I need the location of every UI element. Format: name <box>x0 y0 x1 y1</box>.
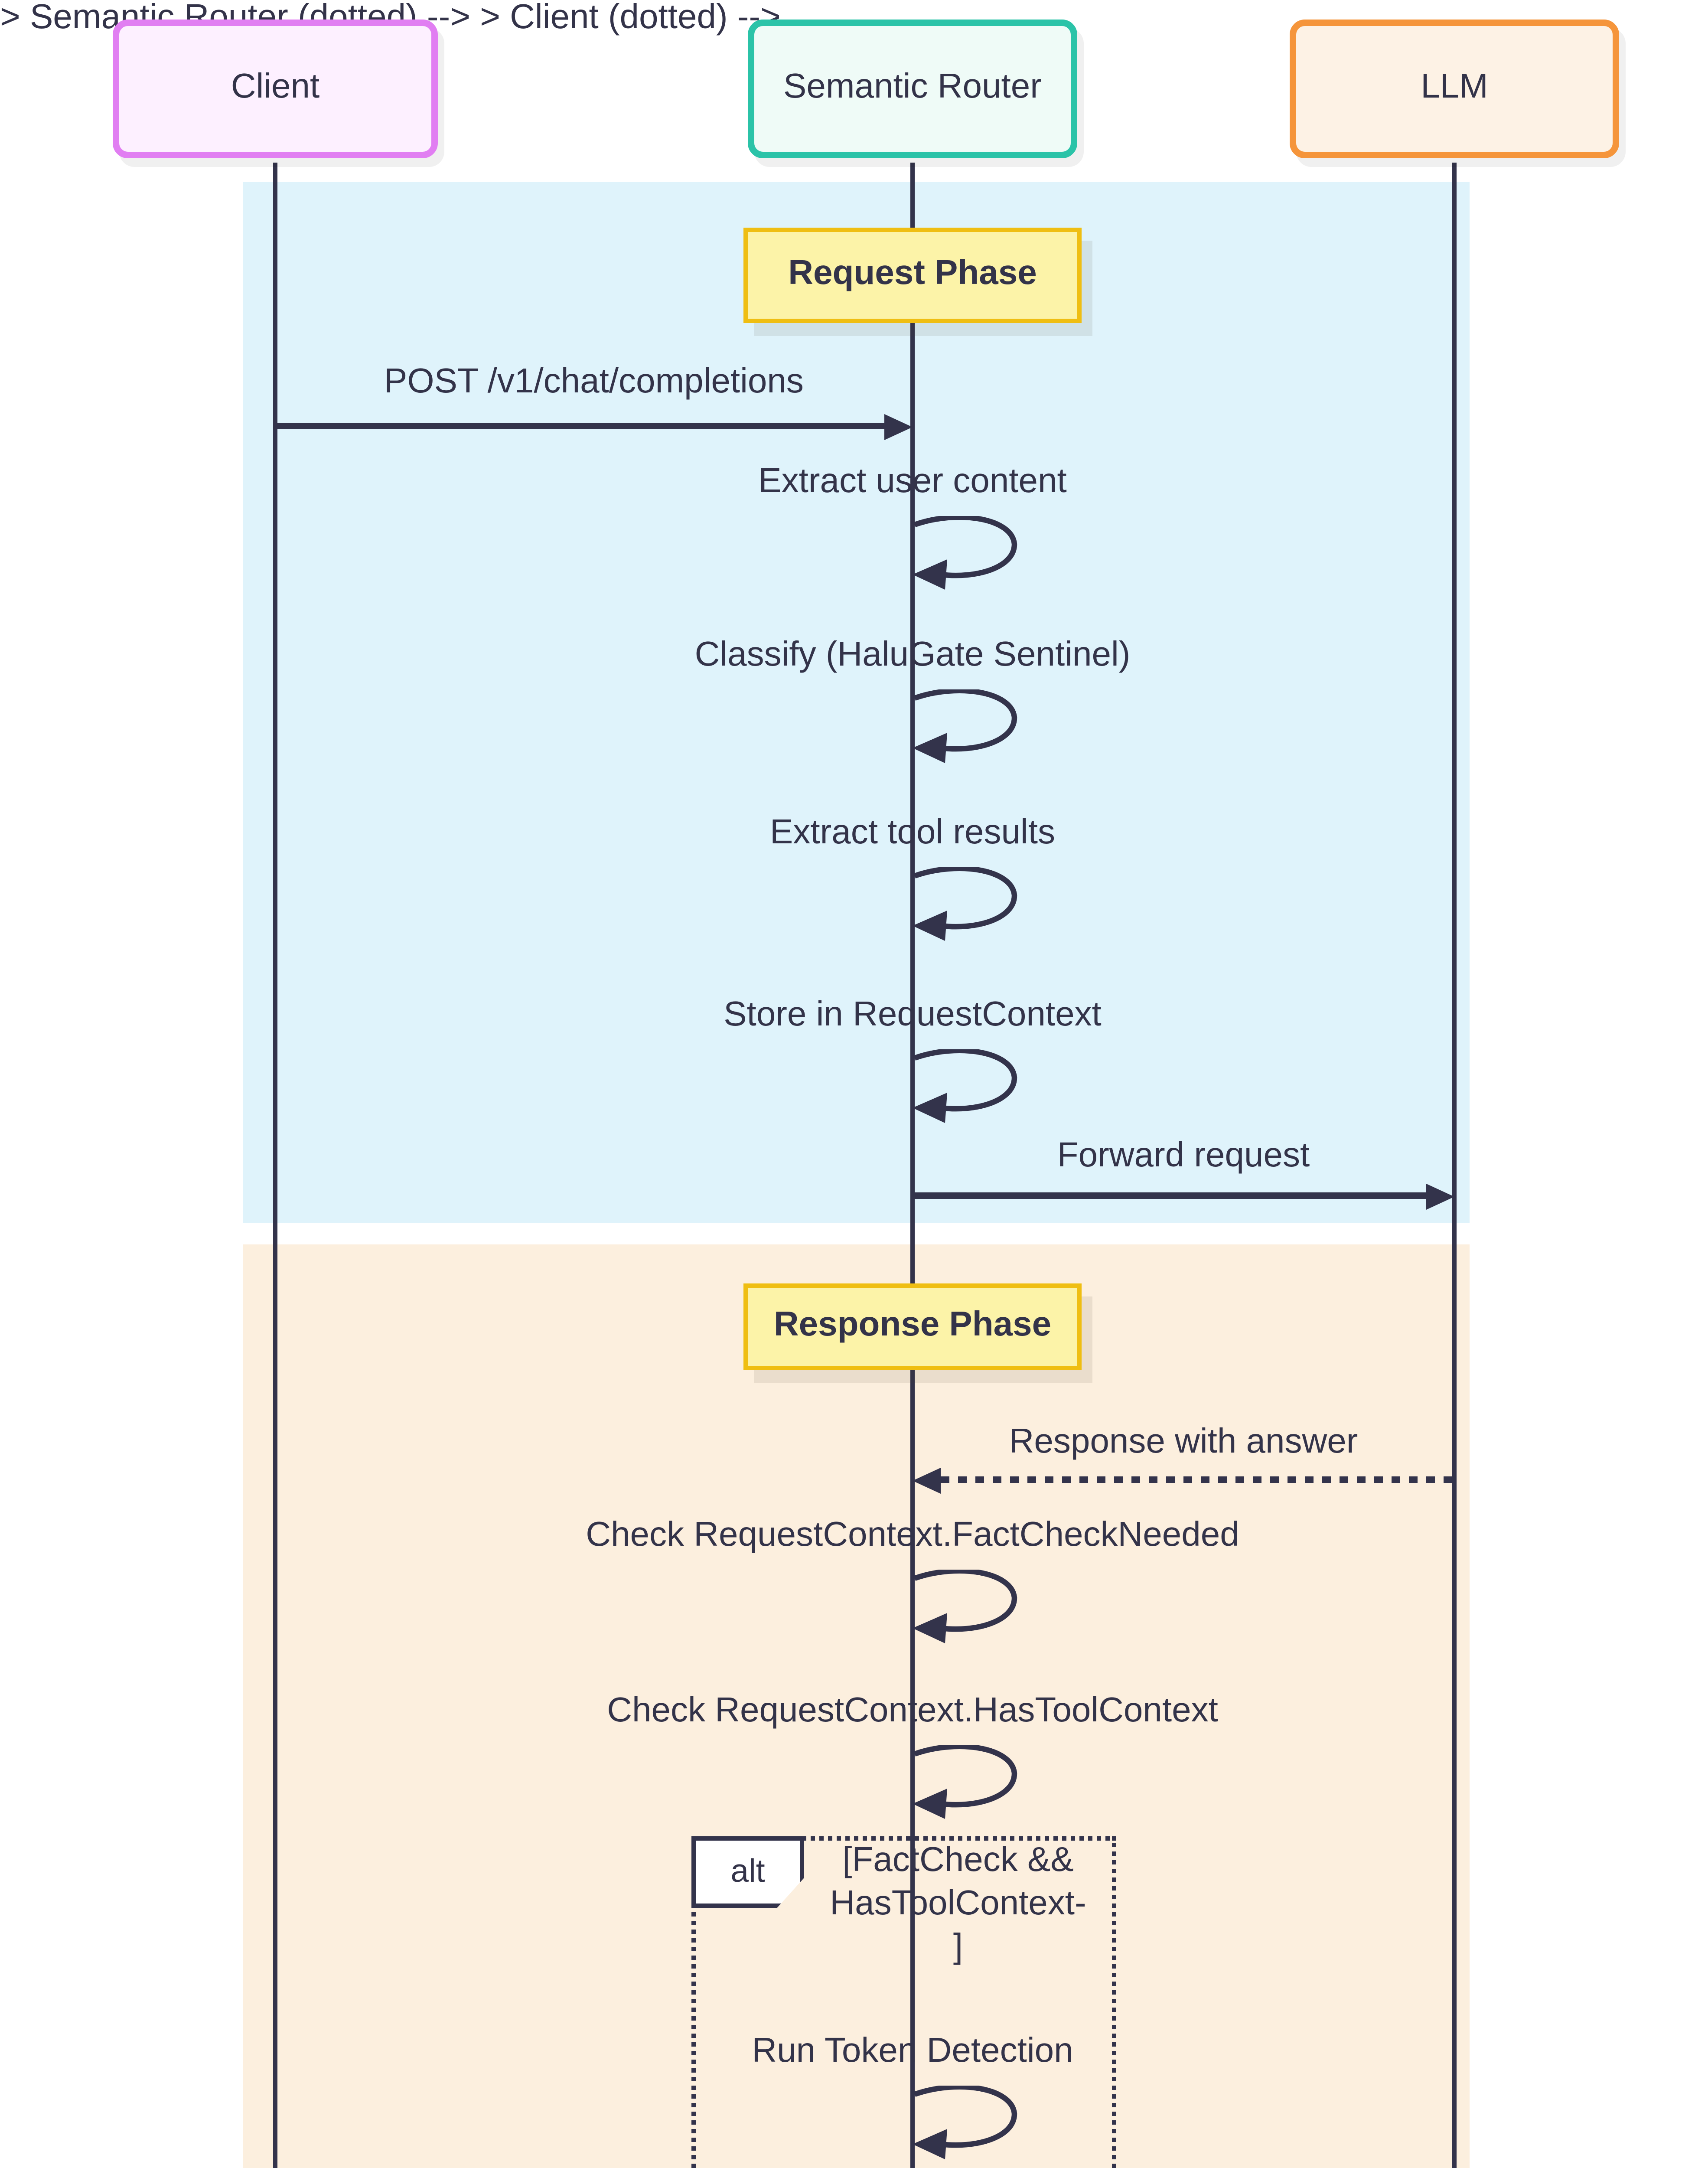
note-request-phase-label: Request Phase <box>788 256 1037 293</box>
message-extract-user-label: Extract user content <box>758 464 1067 501</box>
lifeline-llm <box>1452 163 1457 2168</box>
message-post-label: POST /v1/chat/completions <box>384 364 804 401</box>
self-loop-arrow <box>913 689 1017 763</box>
message-check-factcheck-label: Check RequestContext.FactCheckNeeded <box>586 1518 1239 1554</box>
response-phase-background <box>243 1244 1470 2168</box>
message-forward-line <box>913 1192 1431 1199</box>
message-classify-label: Classify (HaluGate Sentinel) <box>694 637 1131 674</box>
lifeline-semantic-router <box>910 163 915 2168</box>
actor-client-label: Client <box>231 69 320 106</box>
actor-llm-top: LLM <box>1290 20 1619 158</box>
self-loop-arrow <box>913 1745 1017 1819</box>
self-loop-arrow <box>913 1570 1017 1643</box>
arrowhead-left-icon <box>913 1468 941 1494</box>
arrowhead-right-icon <box>884 414 913 440</box>
arrowhead-right-icon <box>1426 1184 1454 1210</box>
actor-client-top: Client <box>113 20 438 158</box>
alt-frame <box>691 1836 1116 2168</box>
alt-condition-if-line2: HasToolContext- <box>830 1886 1086 1923</box>
message-post-line <box>273 423 889 429</box>
actor-semantic-router-label: Semantic Router <box>783 69 1042 106</box>
alt-condition-if-line3: ] <box>953 1930 963 1966</box>
request-phase-background <box>243 182 1470 1223</box>
note-response-phase-label: Response Phase <box>773 1307 1052 1344</box>
alt-label-box: alt <box>691 1836 804 1908</box>
message-store-context-label: Store in RequestContext <box>724 997 1102 1034</box>
actor-llm-label: LLM <box>1421 69 1488 106</box>
message-check-hastool-label: Check RequestContext.HasToolContext <box>607 1693 1218 1730</box>
alt-condition-if: [FactCheck && HasToolContext- ] <box>830 1841 1086 1971</box>
self-loop-arrow <box>913 867 1017 941</box>
note-request-phase: Request Phase <box>743 228 1082 323</box>
lifeline-client <box>273 163 277 2168</box>
message-response-answer-line <box>941 1476 1454 1483</box>
alt-label: alt <box>730 1854 765 1890</box>
self-loop-arrow <box>913 2086 1017 2159</box>
message-response-answer-label: Response with answer <box>1009 1424 1358 1461</box>
self-loop-arrow <box>913 516 1017 590</box>
message-forward-label: Forward request <box>1057 1138 1310 1175</box>
alt-condition-if-line1: [FactCheck && <box>842 1843 1074 1880</box>
actor-semantic-router-top: Semantic Router <box>748 20 1077 158</box>
note-response-phase: Response Phase <box>743 1283 1082 1370</box>
message-extract-tool-label: Extract tool results <box>769 815 1056 852</box>
self-loop-arrow <box>913 1049 1017 1123</box>
message-run-token-label: Run Token Detection <box>752 2034 1073 2070</box>
